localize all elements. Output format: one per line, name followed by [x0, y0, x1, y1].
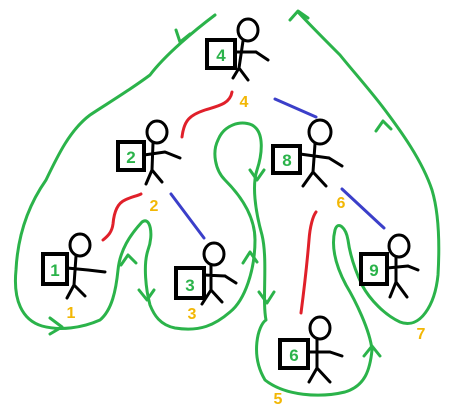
tour-arrow-10 [288, 9, 310, 22]
edge-4-2 [180, 90, 234, 139]
node-label: 3 [185, 276, 194, 295]
tour-arrow-2 [48, 316, 64, 336]
tour-arrow-1 [174, 28, 192, 44]
tree-node-1: 1 [41, 232, 107, 300]
order-label: 2 [150, 198, 159, 215]
tree-node-2: 2 [116, 119, 182, 186]
node-label: 4 [216, 46, 226, 65]
tree-node-4: 4 [205, 17, 270, 82]
order-label: 7 [417, 326, 426, 343]
stick-figure-icon [385, 233, 420, 299]
tree-node-8: 8 [271, 118, 344, 188]
node-box [271, 144, 302, 175]
node-label: 6 [289, 346, 298, 365]
node-box [205, 38, 237, 70]
order-label: 4 [240, 94, 249, 111]
node-label: 1 [50, 261, 59, 280]
tour-arrow-5 [241, 250, 259, 265]
node-label: 2 [126, 148, 135, 167]
order-label: 1 [67, 305, 76, 322]
stick-figure-icon [306, 315, 344, 384]
tree-node-9: 9 [359, 233, 420, 299]
node-box [41, 252, 69, 286]
order-label: 6 [337, 195, 346, 212]
tree-node-6: 6 [278, 315, 344, 384]
edge-2-1 [101, 192, 143, 242]
order-label: 5 [274, 391, 283, 408]
node-box [174, 266, 206, 300]
order-label: 3 [188, 306, 197, 323]
tour-arrow-9 [374, 119, 393, 133]
stick-figure-icon [142, 119, 182, 186]
tour-arrow-4 [137, 288, 156, 302]
euler-tour-path [13, 10, 441, 397]
stick-figure-icon [298, 118, 344, 188]
tour-arrow-8 [362, 344, 382, 358]
node-label: 9 [369, 261, 378, 280]
tree-node-3: 3 [174, 241, 238, 306]
node-box [278, 338, 310, 370]
edge-8-9 [340, 187, 386, 230]
edge-2-3 [169, 192, 206, 240]
tour-arrow-6 [248, 168, 266, 182]
stick-figure-icon [65, 232, 107, 300]
edge-4-8 [273, 97, 318, 119]
stick-figure-icon [200, 241, 238, 306]
stick-figure-icon [231, 17, 270, 82]
tour-arrow-3 [119, 253, 138, 267]
node-label: 8 [282, 151, 291, 170]
edge-8-6 [299, 210, 318, 315]
tour-arrow-7 [257, 290, 276, 305]
